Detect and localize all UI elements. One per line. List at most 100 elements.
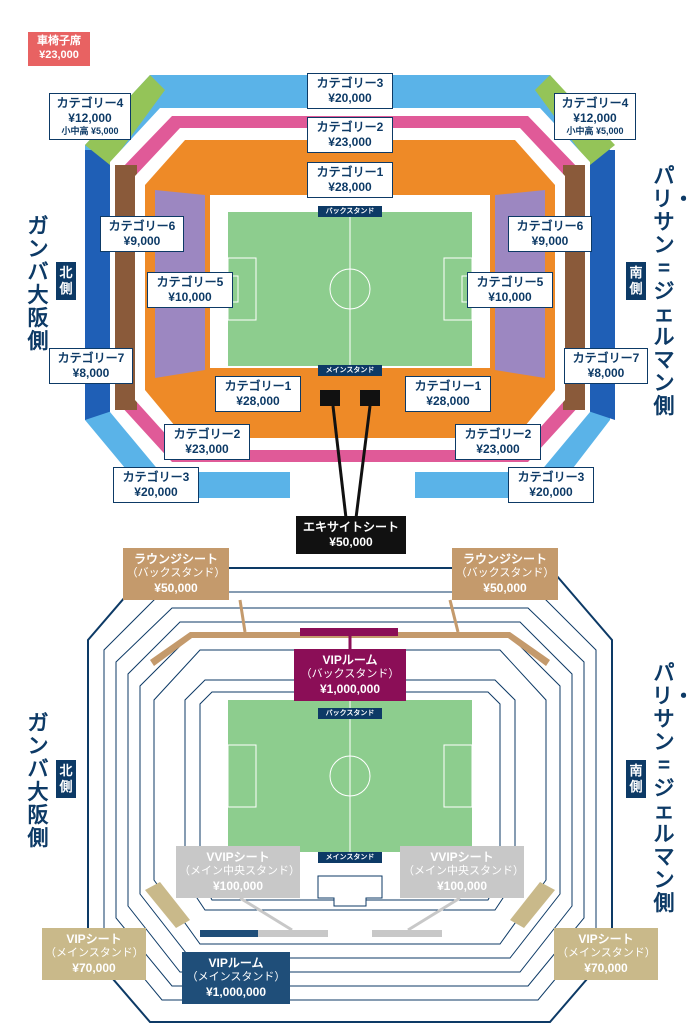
- cat7-right-price: ¥8,000: [587, 366, 625, 380]
- vip-room-back-price: ¥1,000,000: [319, 681, 381, 696]
- label-cat2-br: カテゴリー2 ¥23,000: [455, 424, 541, 460]
- label-vvip-left: VVIPシート （メイン中央スタンド） ¥100,000: [176, 846, 300, 898]
- cat6-right-price: ¥9,000: [531, 234, 569, 248]
- wheelchair-name: 車椅子席: [37, 35, 81, 47]
- tag-main-stand-top: メインスタンド: [318, 365, 382, 376]
- cat2-top-name: カテゴリー2: [316, 120, 384, 134]
- cat4-left-price: ¥12,000: [68, 111, 112, 125]
- lounge-right-sub: （バックスタンド）: [455, 567, 555, 579]
- zone-vip-room-back[interactable]: [300, 628, 398, 636]
- zone-vvip-right[interactable]: [372, 930, 442, 937]
- vip-left-price: ¥70,000: [72, 960, 116, 975]
- wheelchair-price: ¥23,000: [39, 48, 79, 61]
- label-cat6-right: カテゴリー6 ¥9,000: [508, 216, 592, 252]
- cat4-right-price: ¥12,000: [573, 111, 617, 125]
- cat3-bl-name: カテゴリー3: [122, 470, 190, 484]
- cat5-left-name: カテゴリー5: [156, 275, 224, 289]
- cat3-top-name: カテゴリー3: [316, 76, 384, 90]
- lounge-left-price: ¥50,000: [154, 580, 198, 595]
- north-team-top: ガンバ大阪側: [27, 215, 49, 353]
- cat2-bl-price: ¥23,000: [185, 442, 229, 456]
- lounge-right-price: ¥50,000: [483, 580, 527, 595]
- cat4-right-name: カテゴリー4: [561, 96, 629, 110]
- cat5-right-name: カテゴリー5: [476, 275, 544, 289]
- cat2-bl-name: カテゴリー2: [173, 427, 241, 441]
- cat1-br-name: カテゴリー1: [414, 379, 482, 393]
- cat4-left-child: 小中高 ¥5,000: [61, 126, 119, 136]
- excite-name: エキサイトシート: [302, 520, 399, 534]
- vip-right-sub: （メインスタンド）: [557, 947, 656, 959]
- zone-excite-left[interactable]: [320, 390, 340, 406]
- label-cat1-top: カテゴリー1 ¥28,000: [307, 162, 393, 198]
- wheelchair-label: 車椅子席 ¥23,000: [28, 32, 90, 66]
- zone-excite-right[interactable]: [360, 390, 380, 406]
- cat3-top-price: ¥20,000: [328, 91, 372, 105]
- south-label-top: 南側: [626, 262, 646, 300]
- vvip-left-price: ¥100,000: [212, 878, 264, 893]
- label-cat1-br: カテゴリー1 ¥28,000: [405, 376, 491, 412]
- zone-lounge-band[interactable]: [150, 632, 550, 666]
- cat1-br-price: ¥28,000: [426, 394, 470, 408]
- cat5-right-price: ¥10,000: [488, 290, 532, 304]
- cat7-left-name: カテゴリー7: [57, 351, 125, 365]
- cat3-br-price: ¥20,000: [529, 485, 573, 499]
- cat5-left-price: ¥10,000: [168, 290, 212, 304]
- south-label-bottom: 南側: [626, 760, 646, 798]
- lounge-left-sub: （バックスタンド）: [126, 567, 226, 579]
- cat6-left-name: カテゴリー6: [108, 219, 176, 233]
- zone-vip-room-main[interactable]: [200, 930, 258, 937]
- vip-left-name: VIPシート: [66, 932, 122, 946]
- zone-vvip-left[interactable]: [258, 930, 328, 937]
- cat1-bl-name: カテゴリー1: [224, 379, 292, 393]
- cat2-top-price: ¥23,000: [328, 135, 372, 149]
- label-vip-right: VIPシート （メインスタンド） ¥70,000: [554, 928, 658, 980]
- cat3-br-name: カテゴリー3: [517, 470, 585, 484]
- label-cat5-left: カテゴリー5 ¥10,000: [147, 272, 233, 308]
- cat1-top-price: ¥28,000: [328, 180, 372, 194]
- label-lounge-left: ラウンジシート （バックスタンド） ¥50,000: [123, 548, 229, 600]
- vvip-right-sub: （メイン中央スタンド）: [403, 865, 524, 877]
- label-cat1-bl: カテゴリー1 ¥28,000: [215, 376, 301, 412]
- vip-room-back-sub: （バックスタンド）: [300, 668, 400, 680]
- label-vvip-right: VVIPシート （メイン中央スタンド） ¥100,000: [400, 846, 524, 898]
- label-cat4-left: カテゴリー4 ¥12,000 小中高 ¥5,000: [49, 93, 131, 141]
- lounge-left-name: ラウンジシート: [133, 552, 218, 566]
- vip-left-sub: （メインスタンド）: [45, 947, 144, 959]
- label-cat2-top: カテゴリー2 ¥23,000: [307, 117, 393, 153]
- lounge-right-name: ラウンジシート: [462, 552, 547, 566]
- north-team-bottom: ガンバ大阪側: [27, 712, 49, 850]
- vip-room-main-sub: （メインスタンド）: [186, 971, 286, 983]
- cat1-top-name: カテゴリー1: [316, 165, 384, 179]
- cat3-bl-price: ¥20,000: [134, 485, 178, 499]
- label-cat4-right: カテゴリー4 ¥12,000 小中高 ¥5,000: [554, 93, 636, 141]
- cat4-left-name: カテゴリー4: [56, 96, 124, 110]
- vip-room-back-name: VIPルーム: [322, 653, 378, 667]
- vvip-left-sub: （メイン中央スタンド）: [179, 865, 300, 877]
- label-cat3-bl: カテゴリー3 ¥20,000: [113, 467, 199, 503]
- label-cat2-bl: カテゴリー2 ¥23,000: [164, 424, 250, 460]
- vip-right-name: VIPシート: [578, 932, 634, 946]
- bottom-stadium: [87, 567, 613, 1023]
- south-team-top: パリ・サン=ジェルマン側: [652, 165, 694, 418]
- label-cat3-top: カテゴリー3 ¥20,000: [307, 73, 393, 109]
- label-vip-room-back: VIPルーム （バックスタンド） ¥1,000,000: [294, 649, 406, 701]
- zone-vip-main-left[interactable]: [145, 882, 190, 928]
- label-vip-room-main: VIPルーム （メインスタンド） ¥1,000,000: [182, 952, 290, 1004]
- label-cat5-right: カテゴリー5 ¥10,000: [467, 272, 553, 308]
- vvip-right-price: ¥100,000: [436, 878, 488, 893]
- north-label-top: 北側: [56, 262, 76, 300]
- cat1-bl-price: ¥28,000: [236, 394, 280, 408]
- excite-price: ¥50,000: [329, 535, 373, 549]
- zone-vip-main-right[interactable]: [510, 882, 555, 928]
- cat6-right-name: カテゴリー6: [516, 219, 584, 233]
- cat4-right-child: 小中高 ¥5,000: [566, 126, 624, 136]
- vip-room-main-price: ¥1,000,000: [205, 984, 267, 999]
- tag-back-stand-bottom: バックスタンド: [318, 708, 382, 719]
- tag-back-stand-top: バックスタンド: [318, 206, 382, 217]
- label-cat7-right: カテゴリー7 ¥8,000: [564, 348, 648, 384]
- cat7-right-name: カテゴリー7: [572, 351, 640, 365]
- label-lounge-right: ラウンジシート （バックスタンド） ¥50,000: [452, 548, 558, 600]
- cat7-left-price: ¥8,000: [72, 366, 110, 380]
- label-vip-left: VIPシート （メインスタンド） ¥70,000: [42, 928, 146, 980]
- tag-main-stand-bottom: メインスタンド: [318, 852, 382, 863]
